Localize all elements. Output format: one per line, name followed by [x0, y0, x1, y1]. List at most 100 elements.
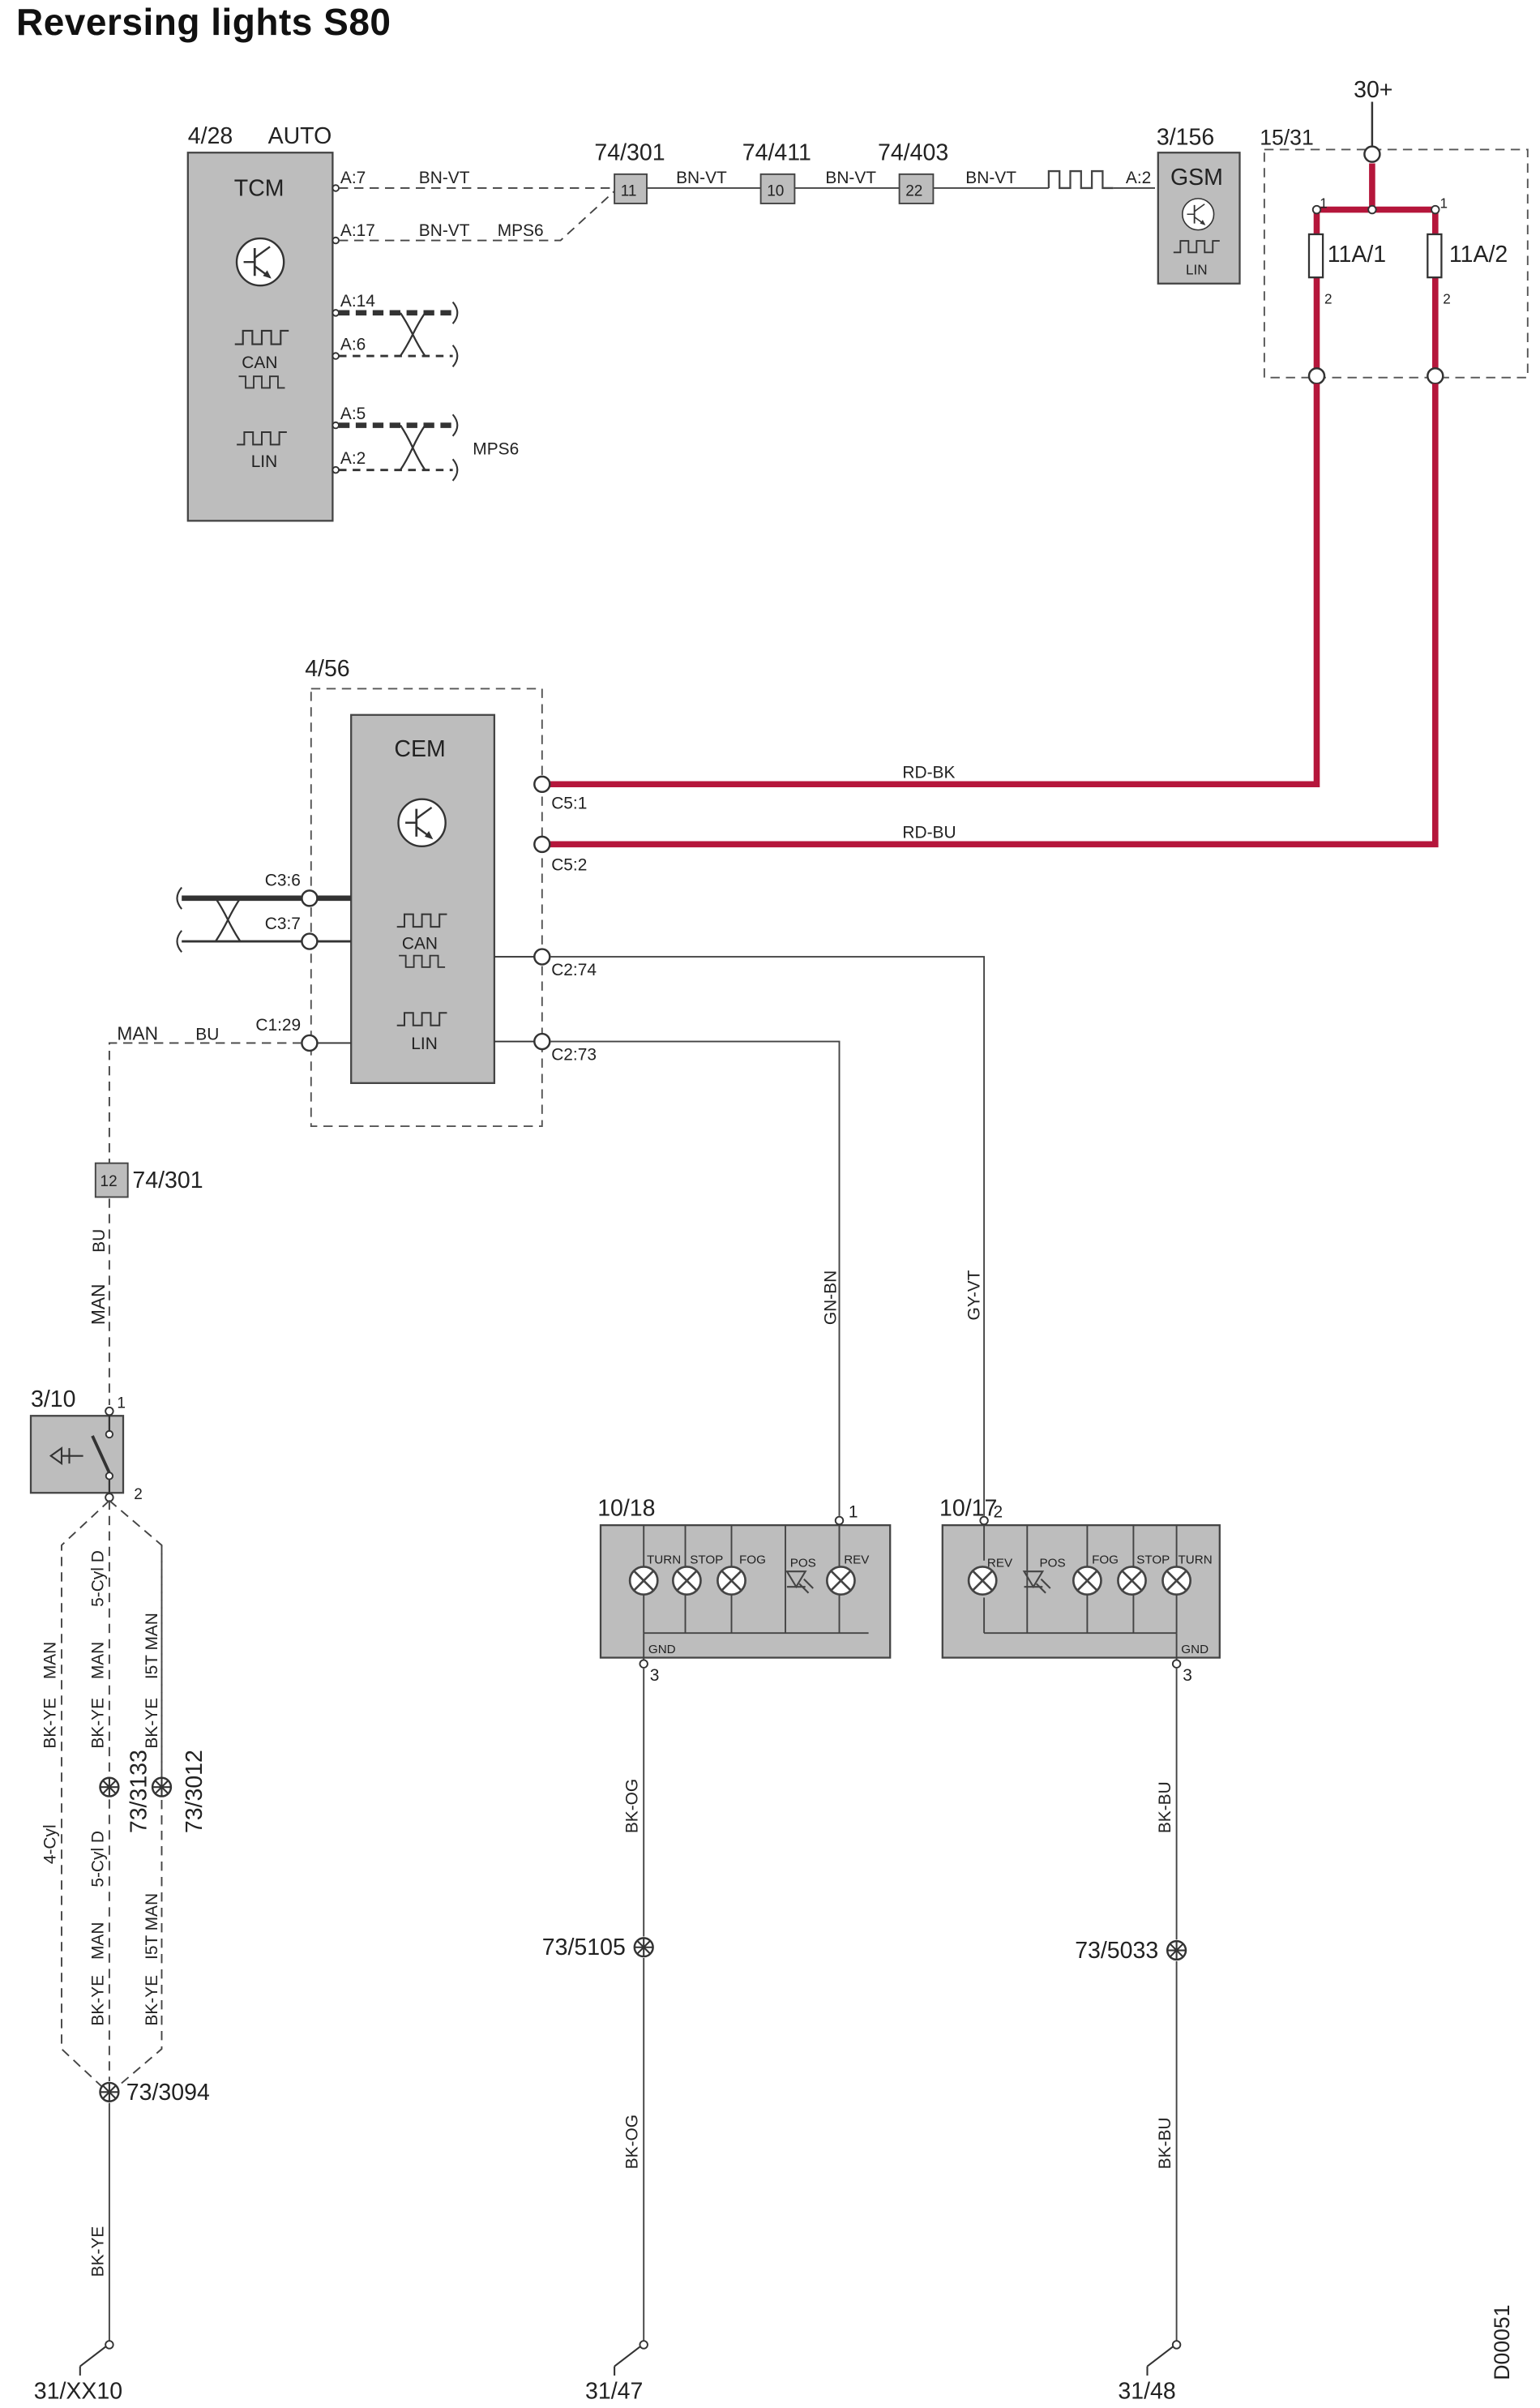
- gsm-ref: 3/156: [1157, 125, 1214, 151]
- lamp-label-stop: STOP: [690, 1553, 723, 1567]
- lamp-10-18-ref: 10/18: [597, 1496, 655, 1522]
- wire-bk-bu-label-2: BK-BU: [1156, 2117, 1174, 2169]
- wire-man-label-s2: MAN: [88, 1642, 107, 1679]
- cem-pin-c3-7: C3:7: [265, 915, 301, 933]
- cem-can-label: CAN: [402, 935, 438, 953]
- wire-bk-ye-label-s2: BK-YE: [88, 1698, 107, 1749]
- reverse-switch: 3/10 1 2: [29, 1386, 143, 1503]
- tcm-name: TCM: [234, 175, 284, 201]
- lamp-label-turn: TURN: [647, 1553, 681, 1567]
- fuse-11a-1: [1307, 233, 1324, 279]
- cem-ref: 4/56: [305, 656, 349, 682]
- tcm-signal-wires: [339, 186, 615, 242]
- ground-icon: [1146, 2346, 1174, 2367]
- wire-rd-bk-label: RD-BK: [902, 764, 955, 782]
- wire-5cyl-d-label-2: 5-Cyl D: [88, 1831, 107, 1887]
- tcm-pin-a14: A:14: [340, 292, 375, 311]
- drawing-id: D00051: [1490, 2304, 1514, 2380]
- lamp-r-label-gnd: GND: [1181, 1643, 1208, 1656]
- lamp-unit-10-18: 10/18 TURN STOP FOG POS REV GND 1 3: [597, 1496, 892, 1685]
- ground-icon: [79, 2346, 107, 2367]
- tcm-variant: AUTO: [268, 123, 332, 149]
- lamp-r-label-turn: TURN: [1179, 1553, 1213, 1567]
- tcm-lin-label: LIN: [251, 452, 278, 471]
- tcm-pin-a2: A:2: [340, 449, 366, 468]
- turn-lamp-icon: [1161, 1566, 1192, 1596]
- lamp-r-label-rev: REV: [987, 1556, 1013, 1570]
- splice-73-5105: 73/5105: [542, 1935, 626, 1960]
- lamp-10-17-ref: 10/17: [939, 1496, 997, 1522]
- gsm-lin-label: LIN: [1186, 262, 1208, 277]
- cem-module: 4/56 CEM CAN LIN C5:1 C5:2 C2:74 C2:73 C…: [255, 656, 597, 1127]
- wire-bn-vt-label-1: BN-VT: [419, 169, 470, 187]
- cem-pin-c2-74: C2:74: [551, 961, 597, 979]
- transistor-icon: [235, 237, 285, 287]
- ground-icon: [614, 2346, 642, 2367]
- fusebox-15-31: 15/31 11A/1 11A/2 1 1 2 2: [1260, 126, 1529, 385]
- fusebox-ref: 15/31: [1260, 126, 1314, 150]
- wire-rd-bu-label: RD-BU: [902, 824, 956, 842]
- fuse2-pin-in: 1: [1440, 196, 1448, 212]
- switch-actuator-icon: [49, 1446, 83, 1466]
- wire-bn-vt-label-5: BN-VT: [965, 169, 1016, 187]
- splice-73-3133: 73/3133: [126, 1750, 152, 1833]
- wire-man-vertical-label: MAN: [88, 1283, 109, 1325]
- tcm-pin-a17: A:17: [340, 221, 375, 240]
- wire-bn-vt-label-3: BN-VT: [676, 169, 727, 187]
- gsm-module: 3/156 GSM A:2 LIN: [1126, 125, 1241, 285]
- fuse-11a-2-label: 11A/2: [1449, 242, 1508, 268]
- rev-lamp-icon: [967, 1566, 998, 1596]
- ground-31-xx10-label: 31/XX10: [34, 2378, 122, 2404]
- wire-mps6-label: MPS6: [498, 221, 544, 240]
- cem-pin-c2-73: C2:73: [551, 1045, 597, 1064]
- wire-4cyl-label: 4-Cyl: [41, 1824, 59, 1864]
- fog-lamp-icon: [1072, 1566, 1102, 1596]
- cem-pin-c3-6: C3:6: [265, 872, 301, 890]
- splice-73-5033-icon: [1166, 1939, 1187, 1961]
- tcm-can-label: CAN: [242, 353, 277, 372]
- lin-signal-icon: [1172, 239, 1221, 254]
- switch-ref: 3/10: [31, 1386, 75, 1412]
- cem-lin-label: LIN: [411, 1035, 438, 1053]
- cem-pin-c5-2: C5:2: [551, 856, 587, 875]
- lamp-r-label-stop: STOP: [1136, 1553, 1170, 1567]
- wire-bn-vt-label-2: BN-VT: [419, 221, 470, 240]
- wire-bk-ye-label-s3: BK-YE: [143, 1698, 161, 1749]
- cem-pin-c1-29: C1:29: [255, 1016, 301, 1035]
- lamp-label-rev: REV: [844, 1553, 870, 1567]
- power-supply: 30+: [1354, 77, 1392, 147]
- connector-74-301-lower-ref: 74/301: [132, 1168, 203, 1193]
- can-signal-icon: [233, 329, 290, 345]
- wire-man-label-s1: MAN: [41, 1642, 59, 1679]
- cem-name: CEM: [394, 736, 445, 762]
- cem-lamp-wires: [550, 956, 986, 1516]
- page-title: Reversing lights S80: [16, 1, 391, 43]
- wire-bk-ye-label-s5: BK-YE: [143, 1975, 161, 2026]
- tcm-module: 4/28 AUTO TCM CAN LIN A:7 A:17 A:14 A:6 …: [186, 123, 375, 522]
- tcm-pin-a5: A:5: [340, 405, 366, 423]
- wire-bk-og-label-1: BK-OG: [623, 1779, 642, 1833]
- wire-bk-og-label-2: BK-OG: [623, 2114, 642, 2169]
- gsm-pin-a2: A:2: [1126, 169, 1151, 187]
- can-signal-inverted-icon: [397, 954, 447, 969]
- splice-73-3012: 73/3012: [182, 1750, 207, 1833]
- lin-signal-icon: [396, 1012, 448, 1026]
- wire-bk-bu-label-1: BK-BU: [1156, 1781, 1174, 1833]
- connector-74-403-ref: 74/403: [878, 140, 948, 166]
- wire-man-bu: [108, 1042, 302, 1405]
- lin-waveform-icon: [1047, 169, 1114, 190]
- tcm-pin-a6: A:6: [340, 335, 366, 353]
- rev-lamp-icon: [825, 1566, 856, 1596]
- wire-5cyl-d-label-1: 5-Cyl D: [88, 1550, 107, 1607]
- switch-contact-icon: [91, 1435, 111, 1474]
- lamp-r-label-pos: POS: [1040, 1556, 1066, 1570]
- ground-31-48: BK-BU BK-BU 73/5033 31/48: [1075, 1668, 1187, 2404]
- pos-led-icon: [1022, 1570, 1051, 1594]
- turn-lamp-icon: [628, 1566, 659, 1596]
- wire-bu-label: BU: [195, 1026, 219, 1044]
- power-label: 30+: [1354, 77, 1392, 103]
- inline-connectors: 74/301 11 74/411 10 74/403 22: [594, 140, 948, 204]
- connector-pin-12: 12: [101, 1173, 118, 1190]
- transistor-icon: [397, 798, 447, 848]
